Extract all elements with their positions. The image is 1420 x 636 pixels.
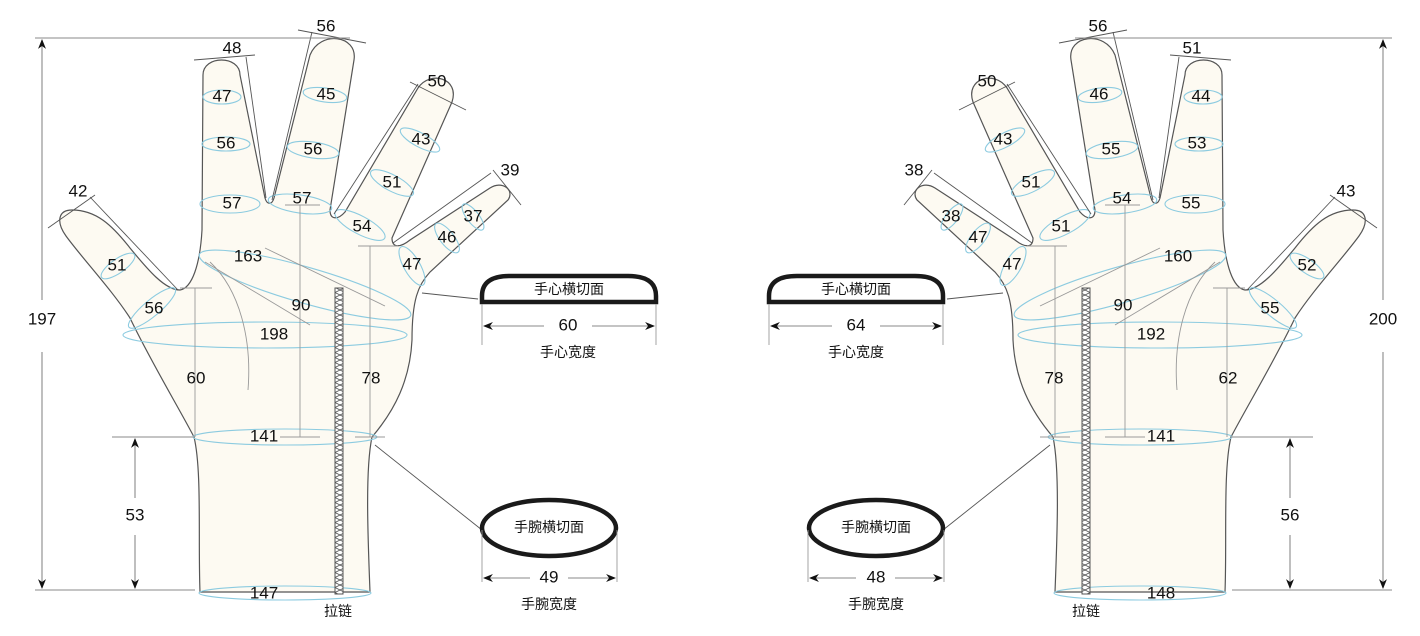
left-ring-tip-width: 50 bbox=[428, 71, 447, 90]
left-little-ring-1: 37 bbox=[464, 206, 483, 225]
right-wrist-circumference: 141 bbox=[1147, 426, 1175, 445]
left-middle-tip-width: 56 bbox=[317, 16, 336, 35]
right-ring-ring-2: 51 bbox=[1022, 172, 1041, 191]
right-little-ring-3: 47 bbox=[1003, 254, 1022, 273]
left-thumb-tip-width: 42 bbox=[69, 181, 88, 200]
right-ring-ring-3: 51 bbox=[1052, 216, 1071, 235]
left-little-ring-3: 47 bbox=[403, 254, 422, 273]
right-cuff-length: 56 bbox=[1281, 505, 1300, 524]
left-ring-ring-1: 43 bbox=[412, 129, 431, 148]
left-ring-ring-2: 51 bbox=[383, 172, 402, 191]
right-wrist-width-caption: 手腕宽度 bbox=[848, 596, 904, 613]
right-middle-palm-length: 90 bbox=[1114, 295, 1133, 314]
right-ring-tip-width: 50 bbox=[978, 71, 997, 90]
left-total-length: 197 bbox=[28, 309, 56, 328]
right-thumb-ring-2: 55 bbox=[1261, 298, 1280, 317]
left-cuff-circumference: 147 bbox=[250, 583, 278, 602]
right-index-tip-width: 51 bbox=[1183, 38, 1202, 57]
left-palm-crease bbox=[204, 261, 311, 326]
right-palm-circumference-lower: 192 bbox=[1137, 324, 1165, 343]
right-wrist-width: 48 bbox=[867, 567, 886, 586]
left-palm-width-caption: 手心宽度 bbox=[540, 344, 596, 361]
left-middle-palm-length: 90 bbox=[292, 295, 311, 314]
right-wrist-section bbox=[806, 497, 946, 559]
left-middle-ring-1: 45 bbox=[317, 84, 336, 103]
left-wrist-width-caption: 手腕宽度 bbox=[521, 596, 577, 613]
left-glove: 48 47 56 57 56 45 56 57 50 43 51 54 39 3… bbox=[28, 16, 659, 620]
right-little-side-length: 78 bbox=[1045, 368, 1064, 387]
right-palm-width-caption: 手心宽度 bbox=[828, 344, 884, 361]
left-ring-ring-3: 54 bbox=[353, 216, 372, 235]
left-thumb-ring-1: 51 bbox=[108, 255, 127, 274]
right-total-length: 200 bbox=[1369, 309, 1397, 328]
right-zipper-label: 拉链 bbox=[1072, 604, 1100, 620]
left-thumb-side-length: 60 bbox=[187, 368, 206, 387]
left-palm-section-label: 手心横切面 bbox=[534, 282, 604, 298]
left-index-ring-1: 47 bbox=[213, 86, 232, 105]
left-palm-section bbox=[479, 273, 659, 305]
left-thumb-ring-2: 56 bbox=[145, 298, 164, 317]
right-palm-section-label: 手心横切面 bbox=[821, 282, 891, 298]
right-index-ring-1: 44 bbox=[1192, 86, 1211, 105]
left-wrist-circumference: 141 bbox=[250, 426, 278, 445]
right-little-ring-1: 38 bbox=[942, 206, 961, 225]
left-index-tip-width: 48 bbox=[223, 38, 242, 57]
left-cuff-length: 53 bbox=[126, 505, 145, 524]
left-palm-circumference-upper: 163 bbox=[234, 246, 262, 265]
right-thumb-ring-1: 52 bbox=[1298, 255, 1317, 274]
left-palm-circumference-lower: 198 bbox=[260, 324, 288, 343]
left-little-tip-width: 39 bbox=[501, 160, 520, 179]
right-palm-width: 64 bbox=[847, 315, 866, 334]
right-middle-ring-1: 46 bbox=[1090, 84, 1109, 103]
right-cuff-circumference: 148 bbox=[1147, 583, 1175, 602]
right-little-tip-width: 38 bbox=[905, 160, 924, 179]
right-thumb-side-length: 62 bbox=[1219, 368, 1238, 387]
left-middle-ring-3: 57 bbox=[293, 188, 312, 207]
right-middle-tip-width: 56 bbox=[1089, 16, 1108, 35]
left-wrist-section-label: 手腕横切面 bbox=[514, 520, 584, 536]
right-index-ring-3: 55 bbox=[1182, 193, 1201, 212]
right-middle-ring-3: 54 bbox=[1113, 188, 1132, 207]
right-ring-ring-1: 43 bbox=[994, 129, 1013, 148]
left-wrist-section bbox=[479, 497, 619, 559]
left-wrist-width: 49 bbox=[540, 567, 559, 586]
right-glove: 51 44 53 55 56 46 55 54 50 43 51 51 38 3… bbox=[766, 16, 1397, 620]
left-index-ring-3: 57 bbox=[223, 193, 242, 212]
left-palm-width: 60 bbox=[559, 315, 578, 334]
left-palm-crease bbox=[264, 247, 386, 307]
right-wrist-section-label: 手腕横切面 bbox=[841, 520, 911, 536]
left-index-ring-2: 56 bbox=[217, 133, 236, 152]
left-middle-ring-2: 56 bbox=[304, 139, 323, 158]
right-palm-circumference-upper: 160 bbox=[1164, 246, 1192, 265]
right-middle-ring-2: 55 bbox=[1102, 139, 1121, 158]
right-palm-section bbox=[766, 273, 946, 305]
left-little-side-length: 78 bbox=[362, 368, 381, 387]
right-thumb-tip-width: 43 bbox=[1337, 181, 1356, 200]
right-little-ring-2: 47 bbox=[969, 227, 988, 246]
right-index-ring-2: 53 bbox=[1188, 133, 1207, 152]
left-little-ring-2: 46 bbox=[438, 227, 457, 246]
left-palm-crease bbox=[209, 261, 250, 391]
left-zipper-label: 拉链 bbox=[324, 604, 352, 620]
